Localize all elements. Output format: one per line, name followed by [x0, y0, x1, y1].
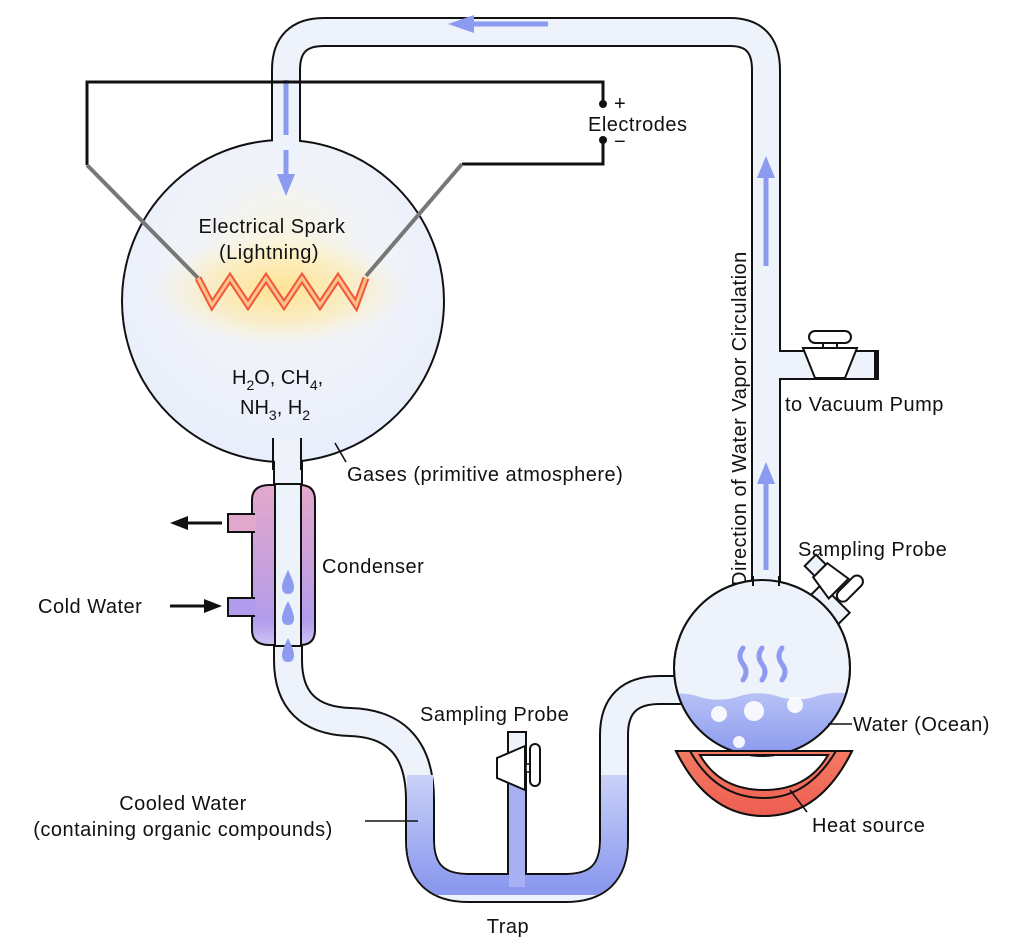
steam-icon: [776, 645, 788, 683]
negative-terminal-icon: [599, 136, 607, 144]
condenser: [227, 483, 316, 662]
plus-sign: +: [614, 93, 626, 115]
trap-label: Trap: [487, 916, 529, 938]
cooled-water-label-line2: (containing organic compounds): [33, 819, 333, 841]
droplet-icon: [282, 638, 294, 662]
steam-icon: [737, 645, 749, 683]
cold-water-label: Cold Water: [38, 596, 142, 618]
heat-source-shape: [674, 750, 854, 818]
gases-leader-line: [334, 442, 347, 463]
trap-sampling-probe-label: Sampling Probe: [420, 704, 569, 726]
water-outlet-arrow-icon: [170, 516, 222, 530]
gas-formula-line2: NH3, H2: [240, 397, 310, 423]
vacuum-stopcock-icon: [801, 330, 859, 379]
minus-sign: −: [614, 131, 626, 153]
positive-terminal-icon: [599, 100, 607, 108]
trap-sampling-probe-icon: [496, 743, 541, 792]
electrodes-label: Electrodes: [588, 114, 688, 136]
droplet-icon: [282, 570, 294, 594]
spark-label-line2: (Lightning): [219, 242, 319, 264]
spark-label-line1: Electrical Spark: [199, 216, 346, 238]
gas-formula-line1: H2O, CH4,: [232, 367, 323, 393]
direction-label: Direction of Water Vapor Circulation: [729, 251, 751, 586]
electrode-wiring: [85, 80, 607, 280]
flask-sampling-probe-label: Sampling Probe: [798, 539, 947, 561]
glass-tubing: [271, 17, 879, 903]
spark-zigzag-icon: [194, 271, 370, 313]
condenser-label: Condenser: [322, 556, 424, 578]
ocean-flask: [673, 570, 852, 757]
steam-icon: [756, 645, 768, 683]
downflow-arrow-icon: [277, 174, 295, 196]
vacuum-pump-label: to Vacuum Pump: [785, 394, 944, 416]
heat-leader-line: [789, 789, 808, 813]
droplet-icon: [282, 601, 294, 625]
flask-sampling-probe-icon: [803, 553, 864, 603]
gases-label: Gases (primitive atmosphere): [347, 464, 623, 486]
trap-water: [407, 775, 627, 895]
cooled-water-label-line1: Cooled Water: [119, 793, 247, 815]
water-inlet-arrow-icon: [170, 599, 222, 613]
water-ocean-label: Water (Ocean): [853, 714, 990, 736]
heat-source-label: Heat source: [812, 815, 925, 837]
